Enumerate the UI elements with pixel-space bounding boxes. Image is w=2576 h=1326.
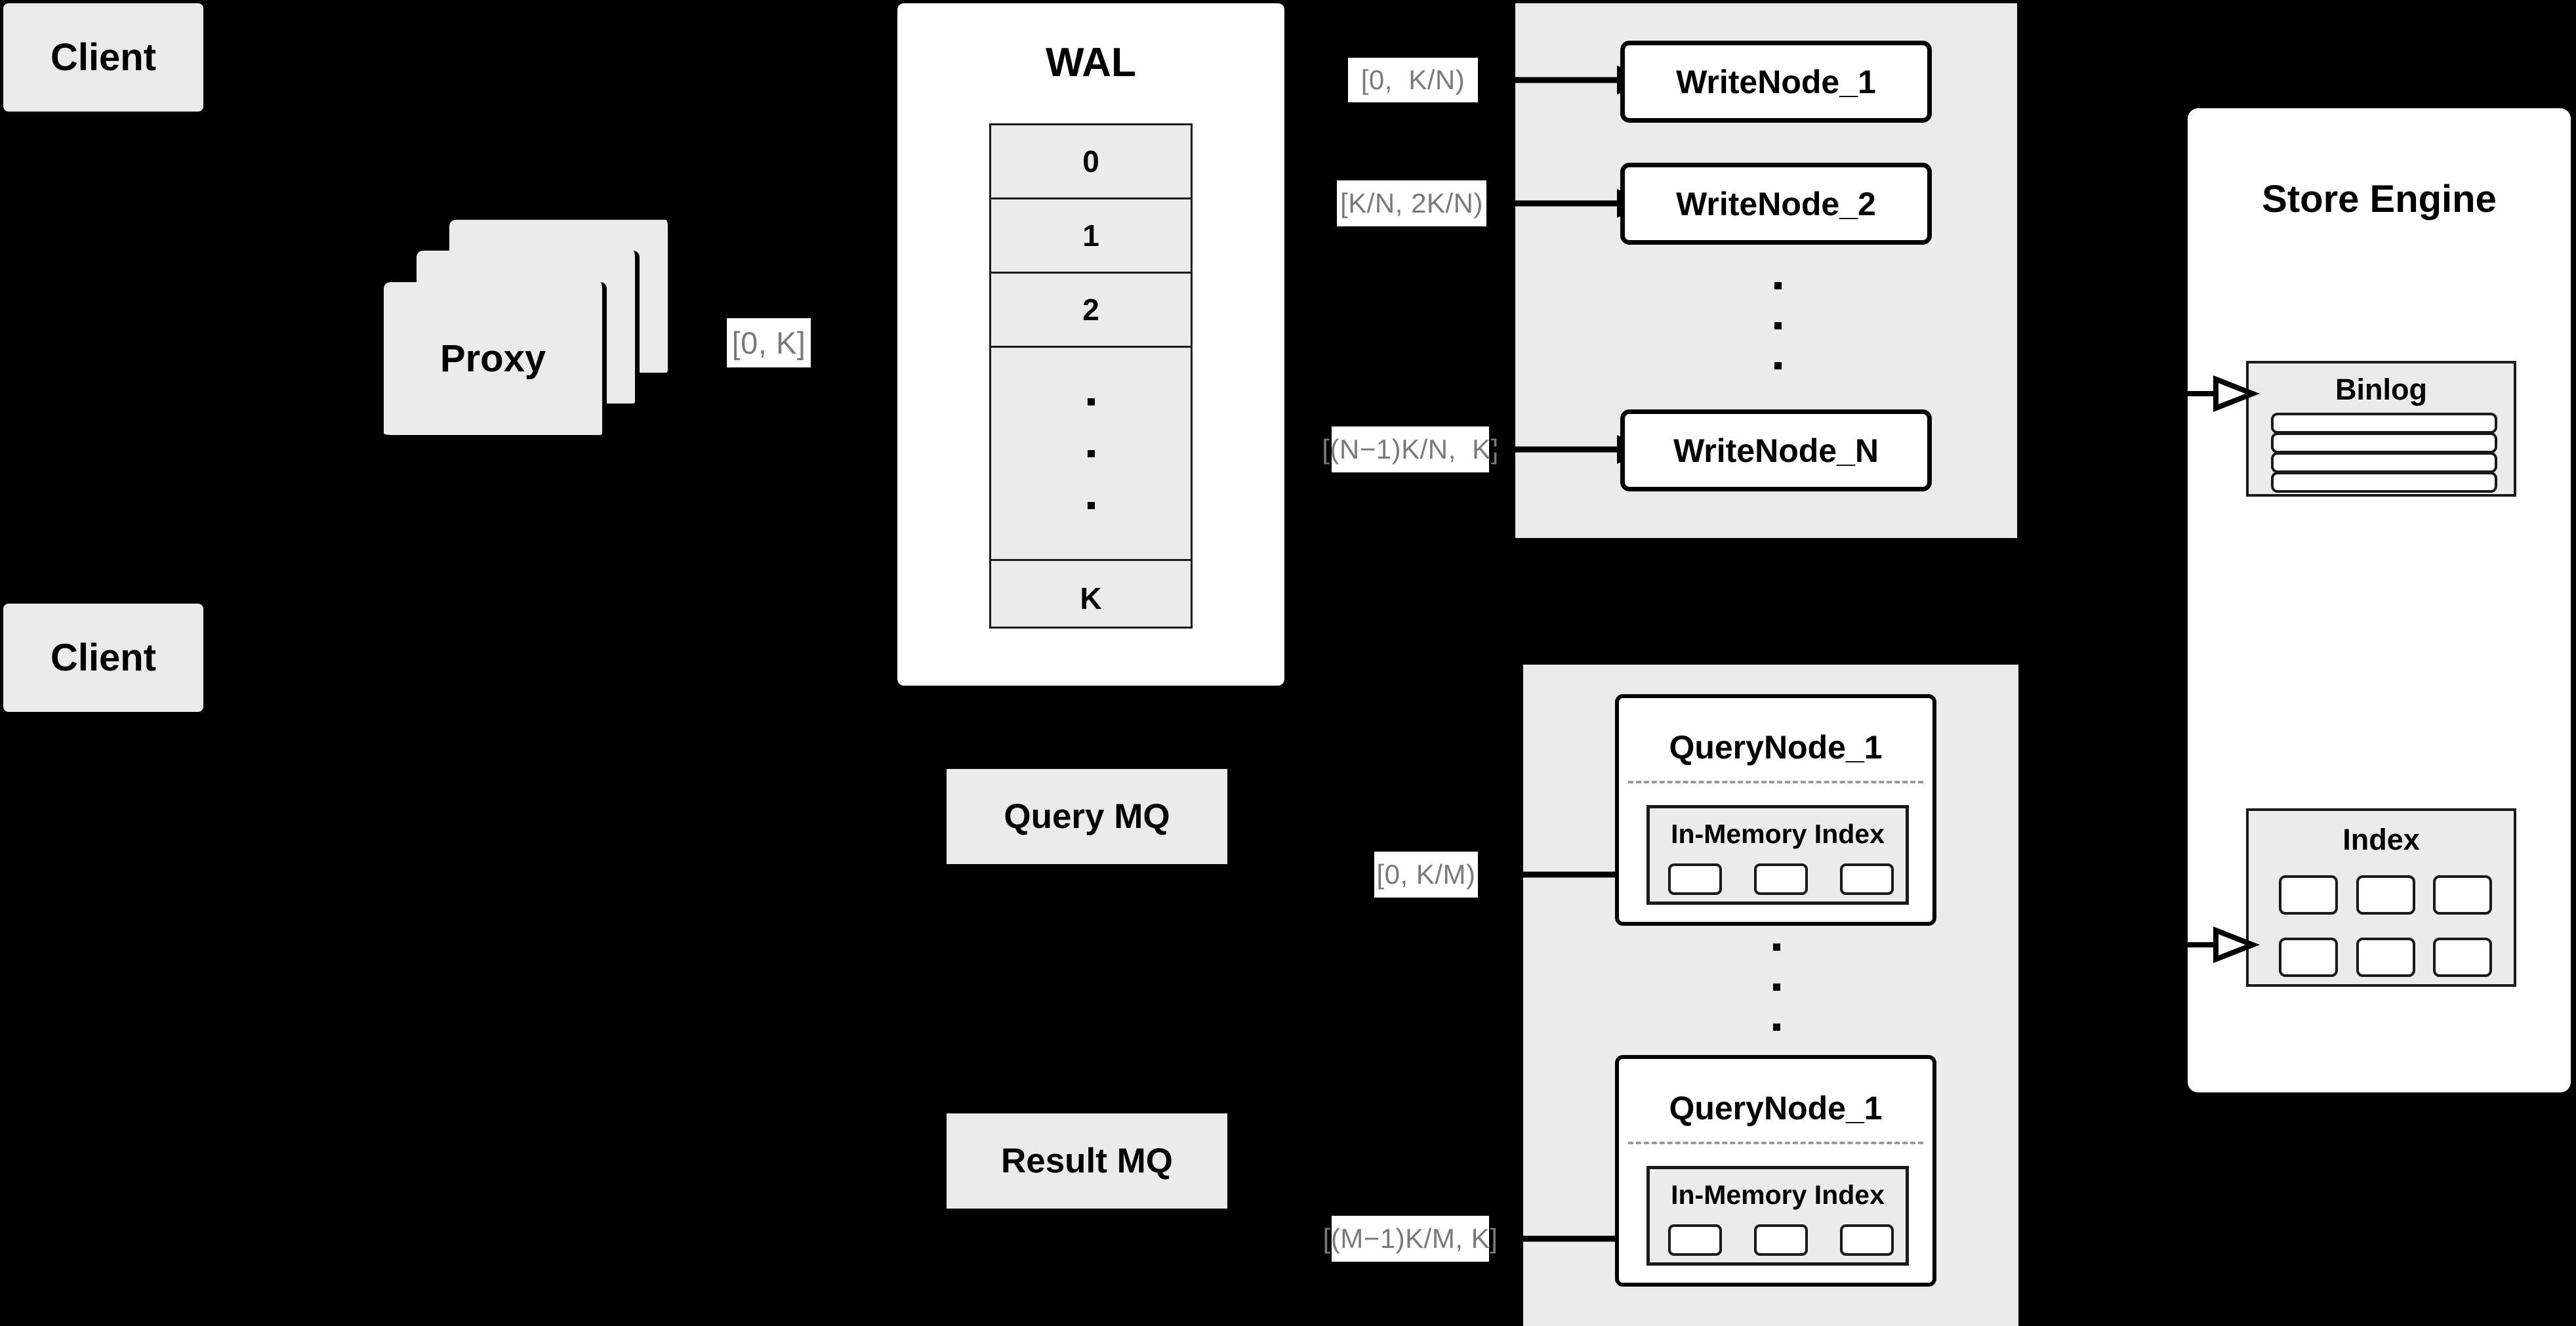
result-mq-label: Result MQ (1000, 1142, 1174, 1180)
range-label-write-node-1: [0, K/N) (1348, 58, 1478, 102)
ellipsis-dot-icon (1087, 398, 1095, 405)
binlog-row (2271, 452, 2497, 473)
store-engine-panel: Store Engine Binlog Index (2188, 108, 2571, 1092)
range-label-query-node-1: [0, K/M) (1374, 852, 1478, 898)
query-node-1[interactable]: QueryNode_1 In-Memory Index (1615, 694, 1936, 926)
write-node-2[interactable]: WriteNode_2 (1620, 163, 1932, 245)
ellipsis-dot-icon (1774, 282, 1782, 289)
query-cluster-ellipsis (1763, 943, 1789, 1031)
wal-panel: WAL 0 1 2 K (897, 3, 1284, 686)
query-node-m-divider (1628, 1142, 1923, 1144)
write-node-1-label: WriteNode_1 (1676, 63, 1876, 100)
index-cell (2279, 938, 2338, 977)
range-label-write-node-2-text: [K/N, 2K/N) (1340, 188, 1483, 218)
binlog-row (2271, 413, 2497, 434)
in-memory-index-cell (1668, 1224, 1722, 1256)
write-node-n[interactable]: WriteNode_N (1620, 409, 1932, 491)
index-cell (2356, 875, 2415, 915)
index-box: Index (2246, 808, 2516, 987)
wal-row: 1 (991, 199, 1191, 274)
range-label-proxy-to-wal: [0, K] (727, 318, 811, 367)
index-title: Index (2342, 823, 2420, 856)
wal-row-ellipsis (991, 348, 1191, 561)
wal-row-label: K (1080, 581, 1102, 615)
in-memory-index-cell (1754, 1224, 1808, 1256)
in-memory-index-cell (1840, 1224, 1894, 1256)
proxy-node[interactable]: Proxy (384, 282, 607, 440)
binlog-row (2271, 472, 2497, 493)
query-node-m-title: QueryNode_1 (1669, 1090, 1883, 1127)
ellipsis-dot-icon (1772, 984, 1780, 991)
arrow-to-index (2184, 926, 2260, 963)
ellipsis-dot-icon (1087, 449, 1095, 457)
index-cell (2433, 875, 2492, 915)
write-node-1[interactable]: WriteNode_1 (1620, 41, 1932, 123)
range-label-write-node-n-text: [(N−1)K/N, K] (1322, 434, 1499, 465)
binlog-title: Binlog (2335, 373, 2427, 406)
client-node-2-label: Client (50, 636, 157, 679)
in-memory-index-cell (1754, 863, 1808, 895)
wal-row-label: 1 (1082, 218, 1099, 253)
ellipsis-dot-icon (1772, 943, 1780, 951)
index-cell (2356, 938, 2415, 977)
write-node-n-label: WriteNode_N (1673, 432, 1879, 469)
wal-row: 2 (991, 274, 1191, 348)
range-label-query-node-m: [(M−1)K/M, K] (1323, 1216, 1498, 1262)
in-memory-index-cell (1840, 863, 1894, 895)
result-mq-node[interactable]: Result MQ (947, 1113, 1227, 1209)
query-node-m-in-memory-index: In-Memory Index (1646, 1166, 1909, 1266)
wal-row-label: 0 (1082, 144, 1099, 178)
write-cluster-ellipsis (1765, 282, 1791, 369)
write-node-2-label: WriteNode_2 (1676, 185, 1876, 222)
in-memory-index-cell (1668, 863, 1722, 895)
binlog-box: Binlog (2246, 361, 2516, 497)
ellipsis-dot-icon (1774, 322, 1782, 329)
range-label-query-node-m-text: [(M−1)K/M, K] (1322, 1223, 1498, 1254)
wal-row: 0 (991, 125, 1191, 199)
query-node-1-title: QueryNode_1 (1669, 729, 1883, 766)
wal-row-label: 2 (1082, 293, 1099, 327)
ellipsis-dot-icon (1774, 362, 1782, 369)
client-node-2[interactable]: Client (3, 604, 203, 712)
client-node-1-label: Client (50, 36, 157, 79)
index-cell (2279, 875, 2338, 915)
range-label-write-node-n: [(N−1)K/N, K] (1322, 426, 1498, 472)
query-node-1-in-memory-index: In-Memory Index (1646, 805, 1909, 905)
query-mq-label: Query MQ (1004, 797, 1170, 836)
wal-row: K (991, 561, 1191, 635)
binlog-row (2271, 432, 2497, 453)
proxy-node-label: Proxy (440, 337, 546, 380)
query-node-m[interactable]: QueryNode_1 In-Memory Index (1615, 1055, 1936, 1287)
range-label-query-node-1-text: [0, K/M) (1376, 859, 1476, 890)
store-engine-title: Store Engine (2262, 178, 2497, 220)
index-cell (2433, 938, 2492, 977)
wal-table: 0 1 2 K (989, 123, 1193, 629)
ellipsis-dot-icon (1087, 501, 1095, 509)
arrow-to-binlog (2184, 375, 2260, 412)
range-label-write-node-2: [K/N, 2K/N) (1337, 180, 1486, 226)
query-mq-node[interactable]: Query MQ (947, 769, 1227, 864)
query-node-1-divider (1628, 781, 1923, 783)
query-node-1-in-memory-index-title: In-Memory Index (1671, 819, 1885, 849)
ellipsis-dot-icon (1772, 1024, 1780, 1031)
range-label-proxy-to-wal-text: [0, K] (731, 325, 806, 360)
wal-title: WAL (1046, 40, 1136, 85)
query-node-m-in-memory-index-title: In-Memory Index (1671, 1180, 1885, 1210)
range-label-write-node-1-text: [0, K/N) (1360, 64, 1465, 95)
client-node-1[interactable]: Client (3, 3, 203, 112)
